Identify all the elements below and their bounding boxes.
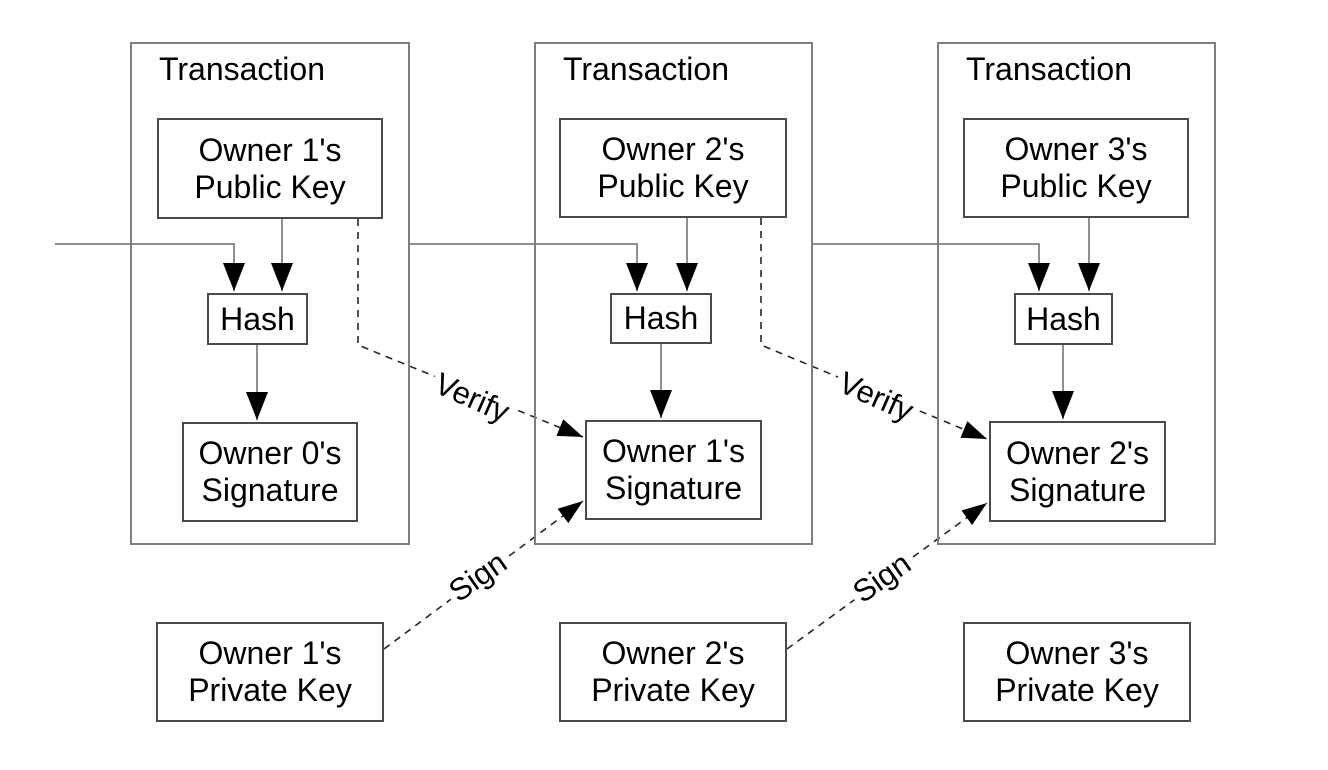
private-key-box-2: Owner 2's Private Key bbox=[559, 622, 787, 722]
private-key-label-line1: Owner 1's bbox=[198, 635, 342, 671]
signature-label-line1: Owner 0's bbox=[198, 435, 342, 471]
transaction-title: Transaction bbox=[966, 51, 1132, 87]
private-key-label-line2: Private Key bbox=[995, 672, 1159, 708]
private-key-box-3: Owner 3's Private Key bbox=[963, 622, 1191, 722]
private-key-box-1: Owner 1's Private Key bbox=[156, 622, 384, 722]
private-key-label-line2: Private Key bbox=[188, 672, 352, 708]
hash-label: Hash bbox=[1026, 300, 1101, 337]
private-key-label-line1: Owner 2's bbox=[601, 635, 745, 671]
chain-line-into-tx1 bbox=[55, 243, 245, 291]
transaction-box-1: Transaction bbox=[130, 42, 410, 545]
signature-label-line2: Signature bbox=[201, 472, 339, 508]
signature-box-1: Owner 0's Signature bbox=[182, 422, 358, 522]
public-key-label-line2: Public Key bbox=[597, 168, 749, 204]
hash-label: Hash bbox=[623, 300, 699, 336]
public-key-label-line2: Public Key bbox=[194, 168, 346, 205]
public-key-label-line2: Public Key bbox=[1000, 168, 1152, 204]
public-key-box-1: Owner 1's Public Key bbox=[157, 118, 383, 219]
transaction-title: Transaction bbox=[563, 51, 729, 87]
signature-label-line2: Signature bbox=[605, 470, 742, 506]
public-key-label-line1: Owner 3's bbox=[1004, 131, 1148, 167]
signature-label-line2: Signature bbox=[1009, 471, 1146, 508]
hash-box-2: Hash bbox=[610, 293, 712, 344]
signature-label-line1: Owner 2's bbox=[1005, 434, 1150, 471]
chain-line-tx2-to-tx3 bbox=[813, 243, 1050, 291]
hash-box-3: Hash bbox=[1014, 293, 1113, 345]
transaction-box-3: Transaction bbox=[937, 42, 1216, 545]
private-key-label-line2: Private Key bbox=[591, 672, 755, 708]
signature-box-2: Owner 1's Signature bbox=[585, 420, 762, 520]
public-key-label-line1: Owner 2's bbox=[601, 131, 745, 167]
chain-line-tx1-to-tx2 bbox=[410, 243, 648, 291]
private-key-label-line1: Owner 3's bbox=[1005, 635, 1149, 671]
public-key-label-line1: Owner 1's bbox=[198, 131, 342, 168]
public-key-box-3: Owner 3's Public Key bbox=[963, 118, 1189, 218]
public-key-box-2: Owner 2's Public Key bbox=[559, 118, 787, 218]
transaction-box-2: Transaction bbox=[534, 42, 813, 545]
sign-arrow-privkey1-to-sig bbox=[383, 500, 584, 650]
hash-label: Hash bbox=[220, 300, 295, 337]
hash-box-1: Hash bbox=[207, 293, 308, 345]
signature-label-line1: Owner 1's bbox=[601, 433, 746, 469]
signature-box-3: Owner 2's Signature bbox=[989, 421, 1166, 522]
transaction-title: Transaction bbox=[159, 51, 325, 87]
